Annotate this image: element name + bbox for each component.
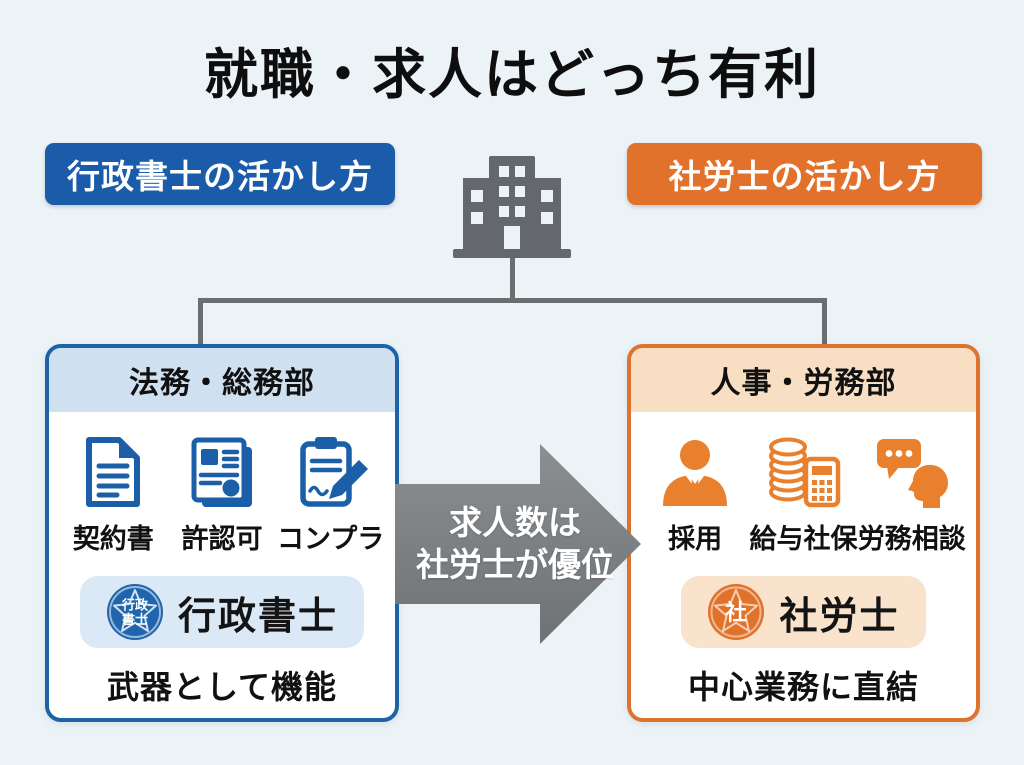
recruit-icon <box>663 440 728 506</box>
right-banner-label: 社労士の活かし方 <box>668 158 941 195</box>
building-icon <box>453 156 571 258</box>
list-item: 給与社保 <box>749 432 858 556</box>
right-arrow-icon <box>395 444 641 644</box>
sharoushi-seal-icon: 社 <box>708 584 765 640</box>
sharoushi-badge: 社 社労士 <box>681 576 926 648</box>
left-banner-label: 行政書士の活かし方 <box>67 158 373 195</box>
left-banner: 行政書士の活かし方 <box>45 143 395 205</box>
badge-label: 社労士 <box>779 595 900 638</box>
left-box-header: 法務・総務部 <box>49 348 395 412</box>
arrow-caption-line2: 社労士が優位 <box>416 546 614 583</box>
arrow-caption-line1: 求人数は <box>449 504 581 541</box>
right-banner: 社労士の活かし方 <box>627 143 982 205</box>
left-icons-row: 契約書 許認可 <box>49 432 395 556</box>
compliance-icon <box>299 437 368 507</box>
connector-building <box>510 258 515 300</box>
icon-label: 給与社保 <box>749 524 858 554</box>
arrow-caption: 求人数は 社労士が優位 <box>395 502 635 586</box>
right-icons-row: 採用 <box>631 432 976 556</box>
payroll-icon <box>769 437 841 508</box>
list-item: 契約書 <box>60 432 168 556</box>
gyoseishoshi-badge: 行政 書士 行政書士 <box>79 576 364 648</box>
icon-label: 契約書 <box>72 524 154 554</box>
connector-right-drop <box>822 298 827 348</box>
gyoseishoshi-seal-icon: 行政 書士 <box>106 584 163 640</box>
permit-icon <box>191 437 252 507</box>
hr-labor-box: 人事・労務部 採用 <box>627 344 980 722</box>
contract-icon <box>86 437 141 507</box>
list-item: 採用 <box>642 432 749 556</box>
icon-label: コンプラ <box>277 524 385 554</box>
page-title: 就職・求人はどっち有利 <box>204 45 820 105</box>
badge-label: 行政書士 <box>177 595 338 638</box>
consultation-icon <box>876 439 948 508</box>
legal-general-affairs-box: 法務・総務部 契約書 <box>45 344 399 722</box>
svg-text:行政: 行政 <box>121 598 149 613</box>
icon-label: 労務相談 <box>857 524 966 554</box>
list-item: 許認可 <box>168 432 276 556</box>
connector-horizontal <box>198 298 827 303</box>
connector-left-drop <box>198 298 203 348</box>
list-item: コンプラ <box>277 432 385 556</box>
list-item: 労務相談 <box>857 432 966 556</box>
svg-text:書士: 書士 <box>122 612 148 627</box>
right-box-footer: 中心業務に直結 <box>687 669 919 705</box>
advantage-arrow: 求人数は 社労士が優位 <box>395 442 643 652</box>
icon-label: 許認可 <box>181 524 263 554</box>
icon-label: 採用 <box>668 524 723 554</box>
left-box-footer: 武器として機能 <box>106 669 338 705</box>
svg-text:社: 社 <box>725 600 747 625</box>
right-box-header: 人事・労務部 <box>631 348 976 412</box>
